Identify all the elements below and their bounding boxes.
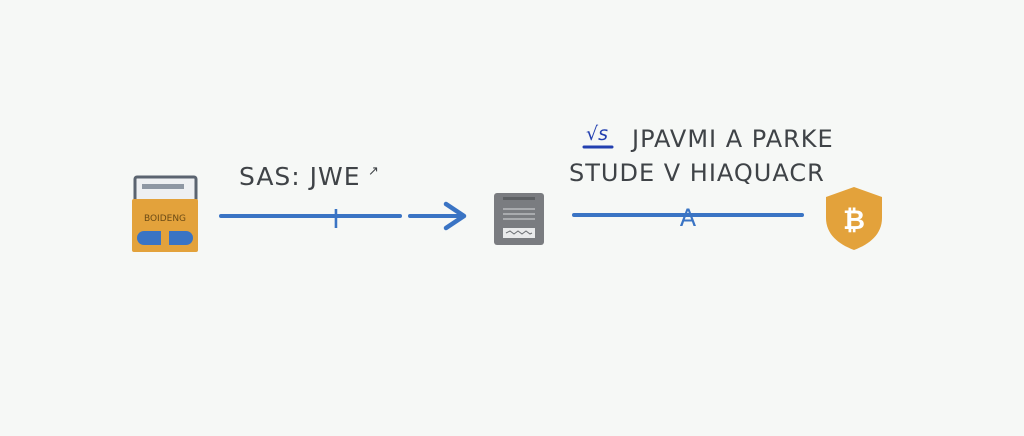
left-arrow: [219, 201, 467, 231]
left-label: SAS: JWE: [239, 162, 361, 191]
right-label-line1: JPAVMI A PARKE: [630, 125, 834, 153]
wallet-icon: BOIDENG: [132, 175, 198, 252]
bitcoin-shield-icon: ₿: [826, 187, 882, 250]
left-label-arrow-glyph: ↗: [368, 164, 379, 179]
wallet-label: BOIDENG: [144, 214, 186, 224]
right-badge-text: √s: [586, 123, 608, 145]
left-arrow-mark: I: [332, 205, 340, 235]
right-arrow-mark: A: [680, 204, 697, 232]
server-icon: [494, 193, 544, 245]
right-badge: √s: [582, 123, 614, 149]
right-label-line2: STUDE V HIAQUACR: [569, 159, 825, 187]
bitcoin-symbol: ₿: [843, 205, 865, 236]
